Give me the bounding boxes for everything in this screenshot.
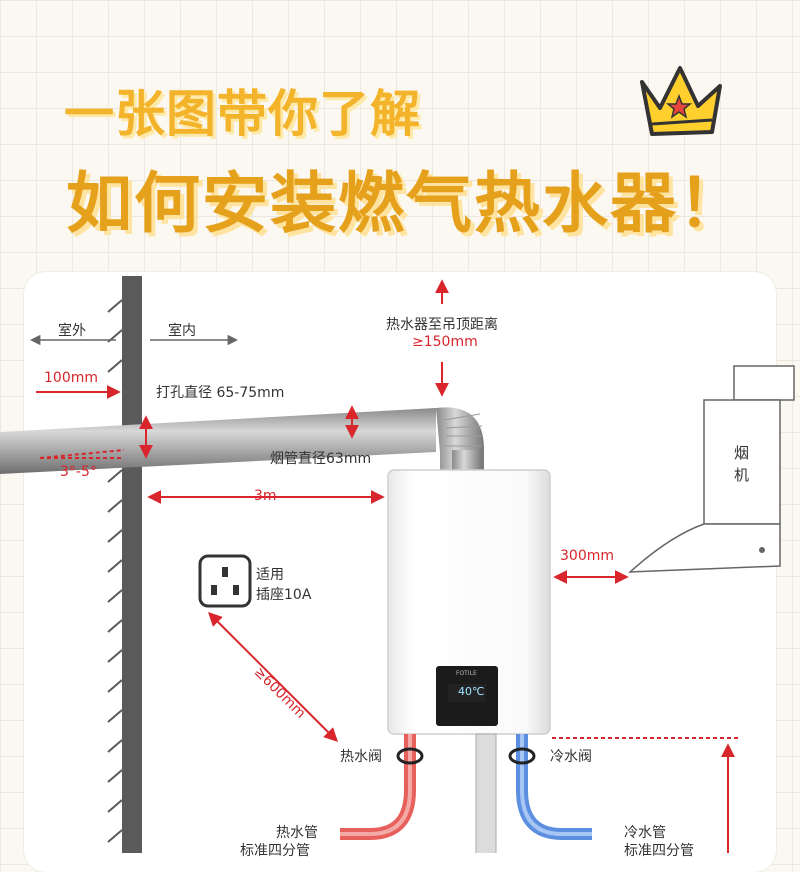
flue-diameter-label: 烟管直径63mm — [270, 451, 372, 467]
hot-valve-icon — [396, 747, 424, 765]
socket-distance-arrow — [208, 612, 338, 742]
cold-valve-label: 冷水阀 — [550, 749, 592, 765]
cold-pipe-label-line1: 冷水管 — [624, 825, 666, 841]
title-line-1: 一张图带你了解 — [64, 85, 421, 143]
hot-valve-label: 热水阀 — [340, 749, 382, 765]
range-hood-label: 烟机 — [734, 444, 750, 484]
wall-distance-label: 3m — [254, 488, 277, 504]
hood-distance-label: 300mm — [560, 548, 614, 564]
hole-diameter-label: 打孔直径 65-75mm — [156, 385, 285, 401]
hot-pipe-label-line2: 标准四分管 — [240, 843, 310, 859]
cold-valve-icon — [508, 747, 536, 765]
water-heater — [387, 469, 551, 735]
socket-label-line1: 适用 — [256, 567, 284, 583]
flue-pipe — [0, 407, 484, 474]
slope-label: 3°-5° — [60, 464, 97, 480]
title-line-2: 如何安装燃气热水器！ — [66, 165, 746, 242]
ceiling-distance-value: ≥150mm — [412, 334, 478, 350]
display-brand: FOTILE — [456, 670, 477, 677]
range-hood — [627, 365, 795, 573]
socket-label-line2: 插座10A — [256, 587, 312, 603]
crown-icon — [640, 66, 722, 136]
display-temperature: 40℃ — [458, 685, 485, 698]
installation-diagram — [0, 276, 795, 853]
hot-pipe-label-line1: 热水管 — [276, 825, 318, 841]
ceiling-distance-title: 热水器至吊顶距离 — [386, 317, 498, 333]
indoor-label: 室内 — [168, 323, 196, 339]
outdoor-label: 室外 — [58, 323, 86, 339]
water-pipes — [340, 733, 592, 853]
slope-line — [39, 449, 125, 459]
extension-label: 100mm — [44, 370, 98, 386]
socket-icon — [198, 554, 252, 608]
cold-pipe-label-line2: 标准四分管 — [624, 843, 694, 859]
wall — [107, 276, 142, 853]
